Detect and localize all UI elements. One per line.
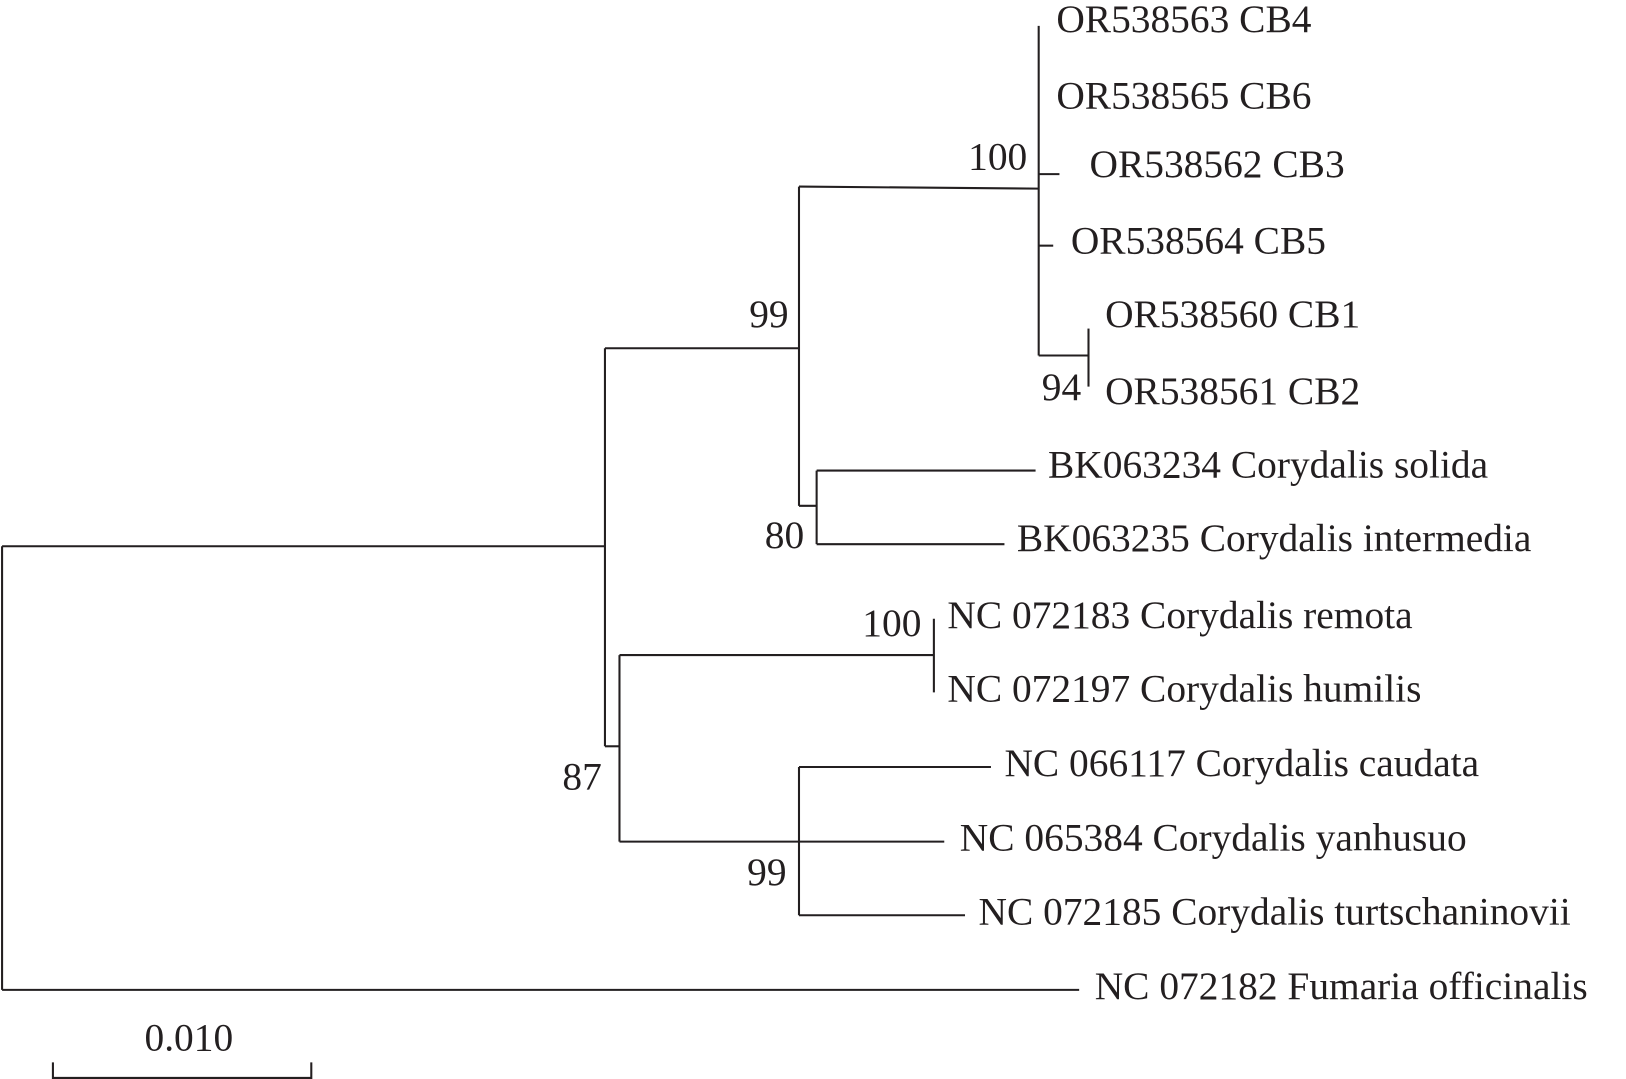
taxon-label-solida: BK063234 Corydalis solida: [1048, 443, 1488, 487]
tree-branches: [1, 25, 1090, 991]
bootstrap-solida-intermedia: 80: [765, 513, 804, 557]
taxon-label-cb3: OR538562 CB3: [1090, 142, 1345, 186]
bootstrap-values: 100 99 94 80 100 87 99: [562, 135, 1081, 894]
taxon-label-caudata: NC 066117 Corydalis caudata: [1004, 741, 1479, 785]
taxon-labels: OR538563 CB4 OR538565 CB6 OR538562 CB3 O…: [947, 0, 1587, 1008]
taxon-label-humilis: NC 072197 Corydalis humilis: [947, 666, 1421, 710]
scale-bar-line: [51, 1062, 313, 1079]
taxon-label-yanhusuo: NC 065384 Corydalis yanhusuo: [960, 816, 1467, 860]
bootstrap-cb1-cb2: 94: [1042, 365, 1082, 409]
taxon-label-cb1: OR538560 CB1: [1105, 292, 1360, 336]
taxon-label-fumaria: NC 072182 Fumaria officinalis: [1095, 964, 1588, 1008]
taxon-label-turtschaninovii: NC 072185 Corydalis turtschaninovii: [979, 889, 1571, 933]
taxon-label-remota: NC 072183 Corydalis remota: [947, 593, 1412, 637]
taxon-label-cb2: OR538561 CB2: [1105, 369, 1360, 413]
bootstrap-lower-clade: 87: [562, 755, 601, 799]
bootstrap-cb-clade: 100: [968, 135, 1027, 179]
bootstrap-remota-humilis: 100: [862, 601, 921, 645]
bootstrap-caudata-clade: 99: [747, 850, 786, 894]
taxon-label-cb6: OR538565 CB6: [1056, 74, 1311, 118]
taxon-label-cb4: OR538563 CB4: [1056, 0, 1311, 41]
taxon-label-intermedia: BK063235 Corydalis intermedia: [1017, 516, 1531, 560]
taxon-label-cb5: OR538564 CB5: [1071, 219, 1326, 263]
scale-bar-label: 0.010: [145, 1016, 234, 1060]
bootstrap-upper-clade: 99: [749, 292, 788, 336]
scale-bar: 0.010: [51, 1016, 313, 1079]
cb-clade-branch: [798, 185, 1039, 190]
